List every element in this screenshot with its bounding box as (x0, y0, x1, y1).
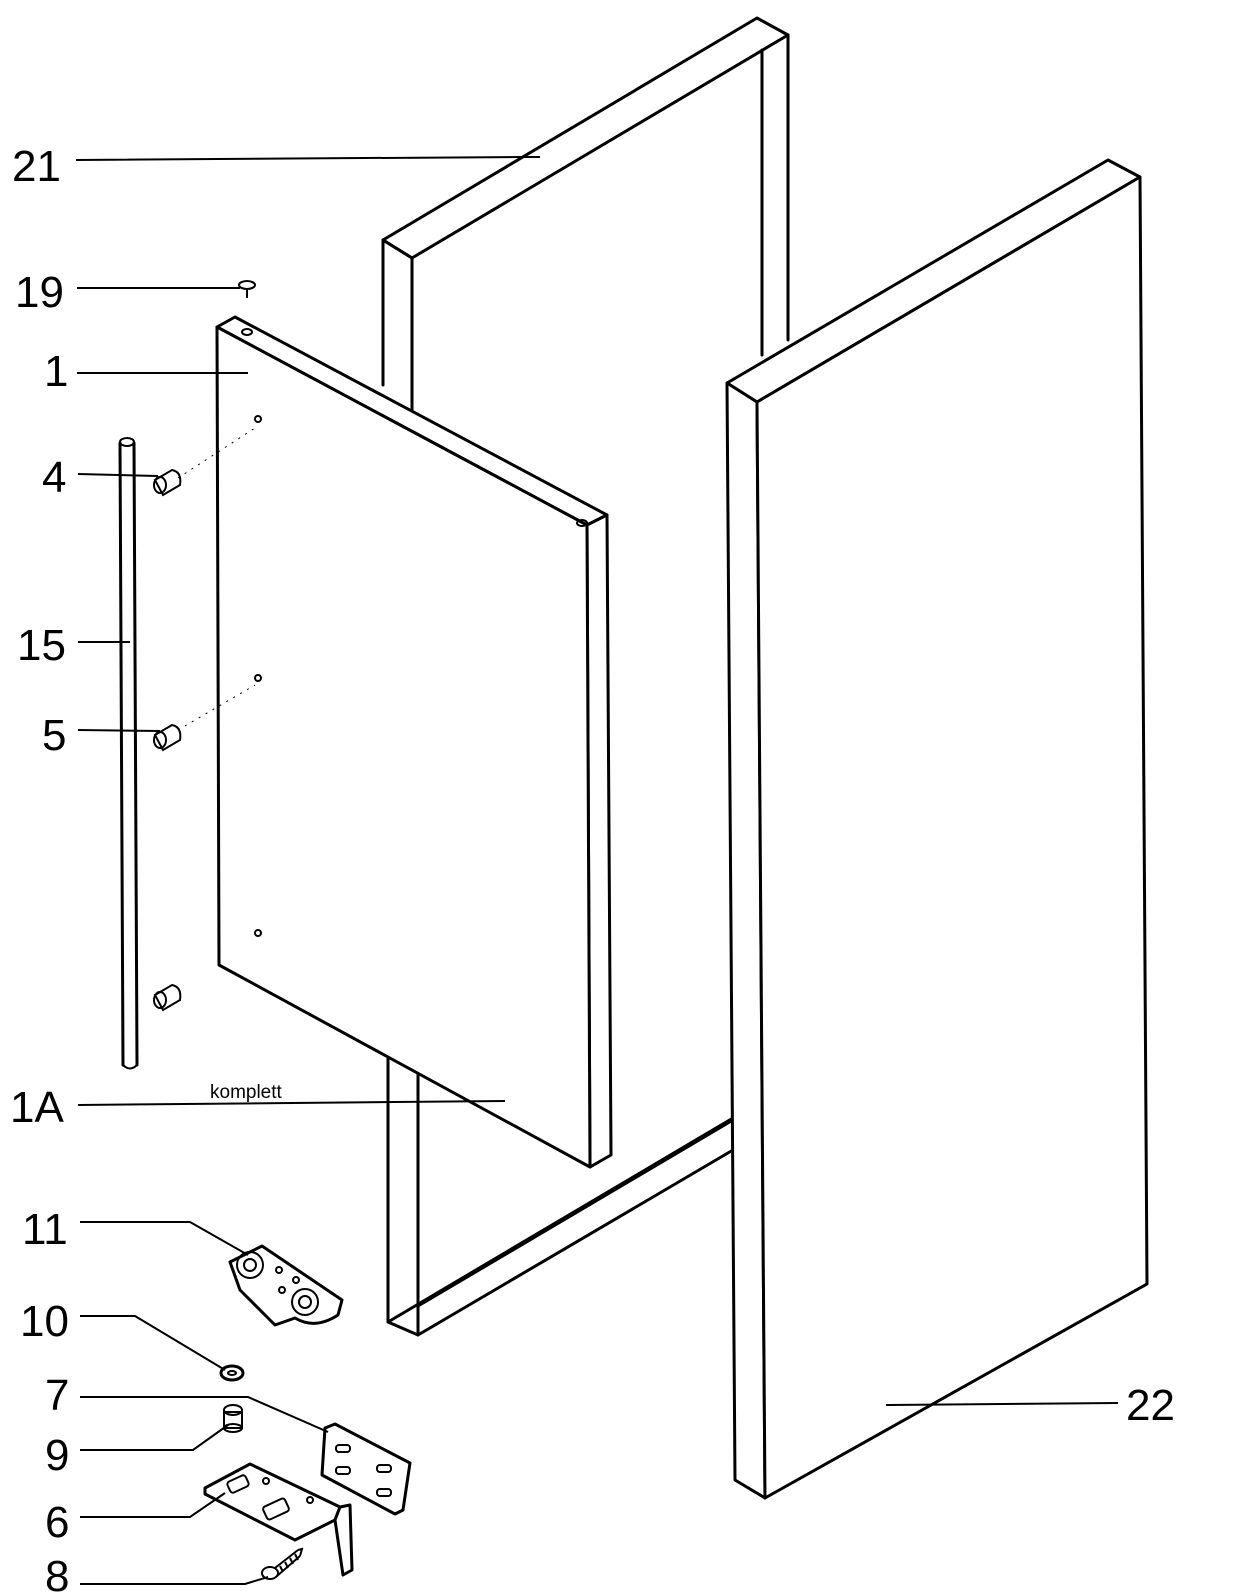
side-panel-part-22 (725, 158, 1149, 1500)
callout-5: 5 (42, 711, 66, 760)
clip-part-4 (153, 468, 182, 497)
callout-1: 1 (44, 347, 68, 396)
callout-10: 10 (20, 1297, 69, 1346)
door-part-1 (215, 315, 613, 1169)
screw-part-19 (238, 280, 256, 298)
clip-lower (153, 983, 182, 1012)
mounting-plate-part-7 (320, 1422, 412, 1516)
wood-screw-part-8 (261, 1547, 304, 1580)
callout-15: 15 (17, 621, 66, 670)
callout-8: 8 (45, 1552, 69, 1592)
callout-9: 9 (45, 1431, 69, 1480)
washer-part-10 (219, 1364, 245, 1382)
callout-4: 4 (42, 453, 66, 502)
callout-21: 21 (12, 142, 61, 191)
callout-7: 7 (45, 1371, 69, 1420)
callout-6: 6 (45, 1498, 69, 1547)
leader-lines (75, 156, 1119, 1585)
note-komplett: komplett (210, 1082, 283, 1103)
frame-part-21 (381, 16, 790, 1337)
callout-11: 11 (22, 1205, 68, 1254)
hinge-bracket-part-6 (203, 1462, 354, 1577)
callout-1A: 1A (10, 1083, 64, 1132)
pin-part-9 (223, 1404, 243, 1433)
callout-22: 22 (1126, 1381, 1175, 1430)
clip-part-5 (153, 723, 182, 752)
hinge-plate-part-11 (228, 1244, 344, 1327)
rod-part-15 (118, 437, 139, 1070)
callout-19: 19 (15, 268, 64, 317)
